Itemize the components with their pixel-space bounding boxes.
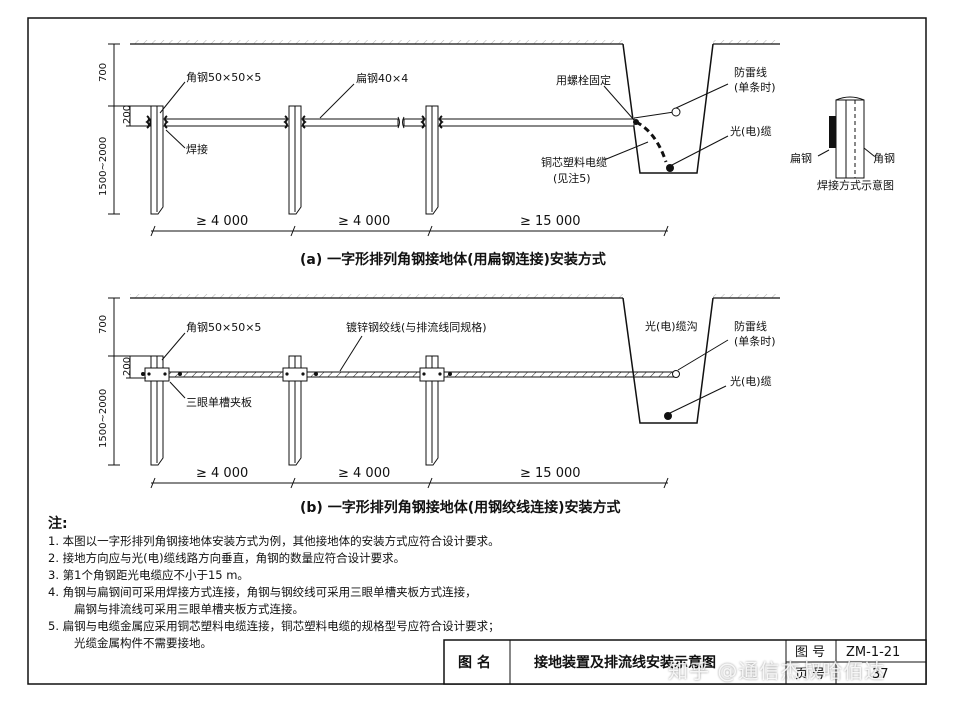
dim-spacing-2-b: ≥ 4 000 xyxy=(338,466,390,481)
dim-depth-top-b: 700 xyxy=(98,315,109,334)
label-bolt-fix: 用螺栓固定 xyxy=(556,73,611,87)
dim-spacing-2-a: ≥ 4 000 xyxy=(338,214,390,229)
angle-steel-rods-a xyxy=(145,105,444,215)
title-label-name: 图 名 xyxy=(458,654,491,671)
note-5: 5. 扁钢与电缆金属应采用铜芯塑料电缆连接，铜芯塑料电缆的规格型号应符合设计要求… xyxy=(48,619,500,633)
dim-depth-top-a: 700 xyxy=(98,63,109,82)
title-block: 图 名 接地装置及排流线安装示意图 图 号 ZM-1-21 页 号 37 xyxy=(443,639,927,685)
optical-cable-a xyxy=(666,164,674,172)
label-angle-steel-a: 角钢50×50×5 xyxy=(186,71,261,84)
title-label-number: 图 号 xyxy=(795,645,825,660)
label-detail-flat-steel: 扁钢 xyxy=(790,152,812,165)
label-cable-trench: 光(电)缆沟 xyxy=(645,319,698,333)
lightning-line-b xyxy=(672,370,680,378)
dim-depth-bottom-a: 1500~2000 xyxy=(98,137,109,196)
note-4: 4. 角钢与扁钢间可采用焊接方式连接，角钢与钢绞线可采用三眼单槽夹板方式连接， xyxy=(48,585,477,599)
copper-cable-dashed xyxy=(635,120,668,163)
lightning-line-a xyxy=(671,107,681,117)
label-clamp: 三眼单槽夹板 xyxy=(186,395,252,409)
label-flat-steel-a: 扁钢40×4 xyxy=(356,72,408,85)
page-number: 37 xyxy=(872,667,889,682)
title-label-page: 页 号 xyxy=(795,667,825,682)
label-lightning-line-a: 防雷线 xyxy=(734,65,767,79)
dim-depth-small-b: 200 xyxy=(122,357,133,376)
drawing-title: 接地装置及排流线安装示意图 xyxy=(534,654,716,671)
dim-spacing-3-b: ≥ 15 000 xyxy=(520,466,581,481)
label-copper-cable: 铜芯塑料电缆 xyxy=(541,155,607,169)
drawing-number: ZM-1-21 xyxy=(846,645,900,660)
weld-detail: 扁钢 角钢 焊接方式示意图 xyxy=(790,96,895,192)
label-steel-strand: 镀锌钢绞线(与排流线同规格) xyxy=(346,320,487,334)
label-optical-cable-a: 光(电)缆 xyxy=(730,124,772,138)
angle-steel-rods-b xyxy=(141,355,452,466)
dim-spacing-1-a: ≥ 4 000 xyxy=(196,214,248,229)
label-single-when-a: (单条时) xyxy=(734,80,776,94)
dim-depth-small-a: 200 xyxy=(122,105,133,124)
optical-cable-b xyxy=(664,412,672,420)
notes-block: 注: 1. 本图以一字形排列角钢接地体安装方式为例，其他接地体的安装方式应符合设… xyxy=(48,516,500,652)
dim-spacing-1-b: ≥ 4 000 xyxy=(196,466,248,481)
caption-b: (b) 一字形排列角钢接地体(用钢绞线连接)安装方式 xyxy=(300,499,621,516)
note-5-cont: 光缆金属构件不需要接地。 xyxy=(74,636,212,650)
label-detail-angle-steel: 角钢 xyxy=(873,152,895,165)
diagram-a: 700 1500~2000 200 ≥ 4 000 ≥ 4 000 ≥ 15 0… xyxy=(98,40,780,268)
label-weld-a: 焊接 xyxy=(186,142,208,156)
label-angle-steel-b: 角钢50×50×5 xyxy=(186,321,261,334)
cable-trench-b xyxy=(622,297,714,424)
diagram-b: 700 1500~2000 200 ≥ 4 000 ≥ 4 000 ≥ 15 0… xyxy=(98,294,780,516)
note-1: 1. 本图以一字形排列角钢接地体安装方式为例，其他接地体的安装方式应符合设计要求… xyxy=(48,534,500,548)
note-2: 2. 接地方向应与光(电)缆线路方向垂直，角钢的数量应符合设计要求。 xyxy=(48,551,406,565)
caption-a: (a) 一字形排列角钢接地体(用扁钢连接)安装方式 xyxy=(300,251,606,268)
label-single-when-b: (单条时) xyxy=(734,334,776,348)
steel-strand xyxy=(149,371,677,378)
label-optical-cable-b: 光(电)缆 xyxy=(730,374,772,388)
note-4-cont: 扁钢与排流线可采用三眼单槽夹板方式连接。 xyxy=(74,602,304,616)
dim-depth-bottom-b: 1500~2000 xyxy=(98,389,109,448)
note-3: 3. 第1个角钢距光电缆应不小于15 m。 xyxy=(48,568,249,582)
label-see-note: (见注5) xyxy=(553,171,591,185)
flat-steel-bar xyxy=(149,118,399,127)
notes-heading: 注: xyxy=(48,516,68,532)
dim-spacing-3-a: ≥ 15 000 xyxy=(520,214,581,229)
cable-trench-a xyxy=(622,43,714,174)
label-lightning-line-b: 防雷线 xyxy=(734,319,767,333)
watermark: 知乎 @通信杰叔哈佰达 xyxy=(668,659,886,683)
caption-weld-detail: 焊接方式示意图 xyxy=(817,178,894,192)
